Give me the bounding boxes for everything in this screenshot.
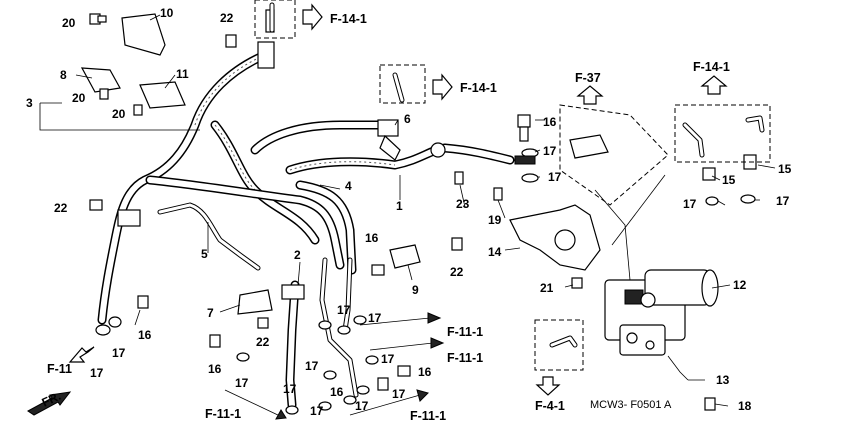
callout-17: 17 [305,359,319,373]
callout-17: 17 [355,399,369,413]
reference-arrows [27,3,728,420]
reference-boxes [254,0,771,371]
callout-17: 17 [543,144,557,158]
callout-15: 15 [722,173,736,187]
callout-22: 22 [220,11,234,25]
callout-17: 17 [683,197,697,211]
ref-f4-1: F-4-1 [535,399,565,413]
callout-19: 19 [488,213,502,227]
metal-pipe-5 [157,202,261,271]
leader-lines [39,14,776,407]
callout-17: 17 [337,303,351,317]
callout-16: 16 [418,365,432,379]
callout-4: 4 [345,179,352,193]
diagram-code: MCW3- F0501 A [590,399,672,411]
reference-labels: F-14-1 F-14-1 F-14-1 F-37 F-11 F-11-1 F-… [40,12,730,423]
callout-22: 22 [450,265,464,279]
callout-16: 16 [365,231,379,245]
callout-18: 18 [738,399,752,413]
callout-9: 9 [412,283,419,297]
front-label: FR. [40,389,63,410]
callout-8: 8 [60,68,67,82]
callout-17: 17 [776,194,790,208]
ref-f11-1: F-11-1 [410,409,446,423]
callout-1: 1 [396,199,403,213]
callout-15: 15 [778,162,792,176]
ref-f14-1: F-14-1 [693,60,730,74]
callout-11: 11 [176,67,189,81]
callout-17: 17 [90,366,104,380]
callout-20: 20 [112,107,126,121]
abs-modulator [604,269,719,356]
callout-17: 17 [112,346,126,360]
ref-f11-1: F-11-1 [205,407,241,421]
callout-7: 7 [207,306,214,320]
callout-16: 16 [138,328,152,342]
callout-17: 17 [283,382,297,396]
callout-17: 17 [310,404,324,418]
callout-20: 20 [72,91,86,105]
callout-17: 17 [235,376,249,390]
callout-16: 16 [208,362,222,376]
callout-17: 17 [381,352,395,366]
ref-f11-1: F-11-1 [447,325,483,339]
callout-16: 16 [543,115,557,129]
callout-14: 14 [488,245,502,259]
callout-23: 23 [456,197,470,211]
callout-numbers: 20 10 22 8 11 3 20 20 6 16 17 17 4 1 23 … [26,6,792,418]
callout-12: 12 [733,278,747,292]
brake-hoses [97,50,515,410]
callout-21: 21 [540,281,554,295]
ref-f37: F-37 [575,71,601,85]
callout-17: 17 [368,311,382,325]
callout-3: 3 [26,96,33,110]
ref-f11: F-11 [47,362,72,376]
ref-f14-1: F-14-1 [460,81,497,95]
callout-16: 16 [330,385,344,399]
callout-22: 22 [54,201,68,215]
ref-f14-1: F-14-1 [330,12,367,26]
callout-6: 6 [404,112,411,126]
callout-13: 13 [716,373,730,387]
callout-2: 2 [294,248,301,262]
callout-17: 17 [392,387,406,401]
callout-17: 17 [548,170,562,184]
callout-10: 10 [160,6,174,20]
callout-22: 22 [256,335,270,349]
ref-f11-1: F-11-1 [447,351,483,365]
callout-20: 20 [62,16,76,30]
callout-5: 5 [201,247,208,261]
